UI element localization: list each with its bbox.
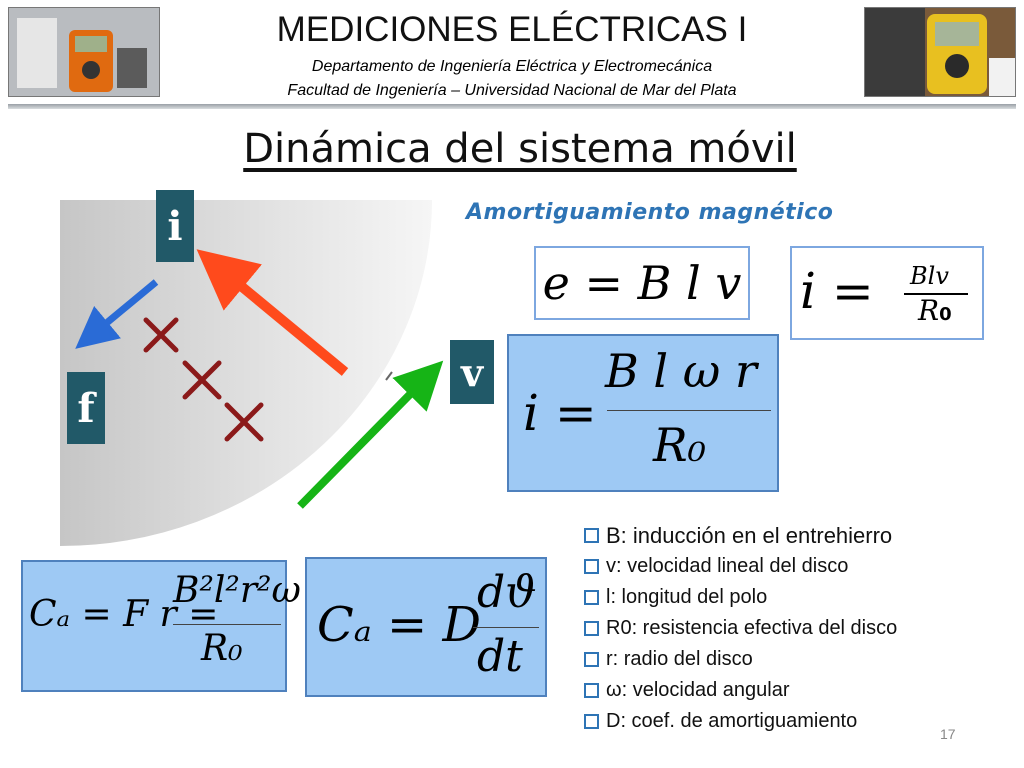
denominator-var: R [918,294,940,327]
checkbox-bullet-icon [584,590,599,605]
formula-numerator: B²l²r²ω [173,570,301,611]
list-item: ω: velocidad angular [584,675,897,706]
legend-text: ω: velocidad angular [606,679,790,701]
formula-lhs: Cₐ = F r = [29,594,219,635]
fraction-bar [904,293,968,295]
slide-title: Dinámica del sistema móvil [243,126,797,172]
damping-formula: Cₐ = D dϑ dt [305,557,547,697]
denominator-sub: 0 [939,304,952,325]
current-arrow [196,249,349,376]
fraction-bar [607,410,771,411]
list-item: B: inducción en el entrehierro [584,520,897,551]
page-number: 17 [940,726,956,742]
checkbox-bullet-icon [584,621,599,636]
flux-cross-marks [143,317,264,442]
legend-text: l: longitud del polo [606,586,768,608]
variable-legend: B: inducción en el entrehierro v: veloci… [584,520,897,737]
torque-formula: Cₐ = F r = B²l²r²ω R₀ [21,560,301,692]
fraction-bar [473,627,539,628]
checkbox-bullet-icon [584,528,599,543]
current-formula-simple: i = Blv R0 [790,246,984,340]
legend-text: r: radio del disco [606,648,753,670]
multimeter-photo-right [864,7,1016,97]
faculty-line: Facultad de Ingeniería – Universidad Nac… [287,82,737,99]
disc-sector [60,200,434,548]
current-formula-angular: i = B l ω r R₀ [507,334,779,492]
multimeter-photo-left [8,7,160,97]
legend-text: D: coef. de amortiguamiento [606,710,858,732]
course-title: MEDICIONES ELÉCTRICAS I [276,10,748,49]
fraction-bar [173,624,281,625]
velocity-label: v [450,340,494,404]
legend-text: v: velocidad lineal del disco [606,555,849,577]
formula-lhs: i = [523,384,597,442]
disc-edge [59,199,436,550]
formula-numerator: Blv [910,262,949,290]
formula-lhs: Cₐ = D [317,597,481,653]
checkbox-bullet-icon [584,683,599,698]
checkbox-bullet-icon [584,652,599,667]
current-label: i [156,190,194,262]
checkbox-bullet-icon [584,714,599,729]
formula-lhs: i = [800,262,874,320]
list-item: R0: resistencia efectiva del disco [584,613,897,644]
formula-denominator: R₀ [653,418,707,472]
checkbox-bullet-icon [584,559,599,574]
formula-denominator: dt [477,631,523,682]
list-item: D: coef. de amortiguamiento [584,706,897,737]
small-tick [385,371,393,381]
legend-text: B: inducción en el entrehierro [606,522,893,548]
department-line: Departamento de Ingeniería Eléctrica y E… [311,58,713,75]
velocity-arrow [297,360,444,509]
formula-denominator: R0 [918,294,952,327]
emf-formula: e = B l v [534,246,750,320]
list-item: l: longitud del polo [584,582,897,613]
force-label: f [67,372,105,444]
formula-denominator: R₀ [201,628,243,669]
list-item: r: radio del disco [584,644,897,675]
list-item: v: velocidad lineal del disco [584,551,897,582]
section-subtitle: Amortiguamiento magnético [466,200,834,225]
legend-text: R0: resistencia efectiva del disco [606,617,898,639]
formula-numerator: B l ω r [605,344,757,398]
formula-numerator: dϑ [477,567,537,618]
header-divider [8,104,1016,109]
force-arrow [75,279,159,349]
